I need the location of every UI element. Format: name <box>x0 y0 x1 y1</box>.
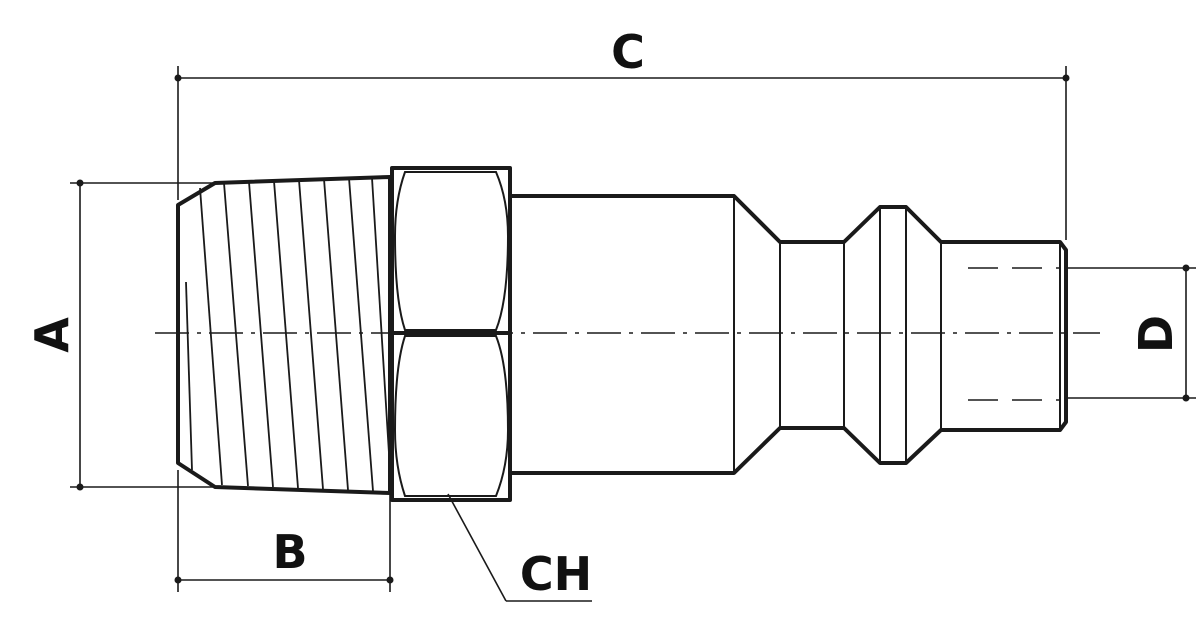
threaded-section <box>176 175 392 495</box>
dimension-ch-label: CH <box>520 547 592 601</box>
hidden-bore-lines <box>968 267 1060 401</box>
dimension-d: D <box>1066 264 1196 402</box>
hex-nut <box>390 166 512 502</box>
dimension-b: B <box>174 470 394 592</box>
dimension-b-label: B <box>272 525 307 579</box>
dimension-ch: CH <box>447 493 592 602</box>
plug-body <box>508 194 1068 475</box>
dimension-c: C <box>174 25 1070 240</box>
dimension-d-label: D <box>1129 315 1183 353</box>
dimension-a: A <box>25 179 218 491</box>
dimension-c-label: C <box>611 25 645 79</box>
dimension-a-label: A <box>25 317 79 353</box>
